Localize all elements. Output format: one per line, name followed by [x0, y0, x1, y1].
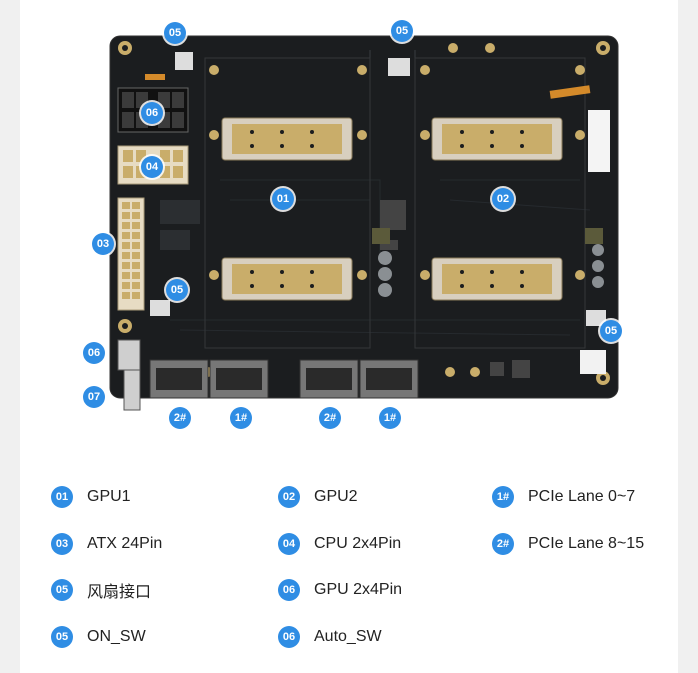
- legend-item-cpu-2x4pin: 04 CPU 2x4Pin: [278, 533, 401, 555]
- pcb-board-image: [109, 35, 619, 411]
- badge-pcie-lane-0-7-a: 1#: [230, 407, 252, 429]
- legend-badge: 03: [51, 533, 73, 555]
- badge-pcie-lane-0-7-b: 1#: [379, 407, 401, 429]
- legend-item-gpu-2x4pin: 06 GPU 2x4Pin: [278, 579, 402, 601]
- legend-label: GPU2: [314, 488, 358, 505]
- legend-label: PCIe Lane 0~7: [528, 488, 636, 505]
- legend-label: Auto_SW: [314, 628, 382, 645]
- badge-on-sw: 07: [83, 386, 105, 408]
- legend-item-gpu1: 01 GPU1: [51, 486, 131, 508]
- badge-gpu1: 01: [272, 188, 294, 210]
- legend-item-fan-connector: 05 风扇接口: [51, 579, 151, 601]
- legend-label: PCIe Lane 8~15: [528, 535, 645, 552]
- content-panel: 05 05 06 04 03 01 02 05 05 06 07 2# 1# 2…: [20, 0, 678, 673]
- legend-badge: 04: [278, 533, 300, 555]
- legend-item-pcie-lane-8-15: 2# PCIe Lane 8~15: [492, 533, 644, 555]
- legend-label: ON_SW: [87, 628, 146, 645]
- badge-pcie-lane-8-15-a: 2#: [169, 407, 191, 429]
- legend-label: 风扇接口: [87, 584, 152, 601]
- legend-badge: 1#: [492, 486, 514, 508]
- legend-label: CPU 2x4Pin: [314, 535, 402, 552]
- legend-badge: 2#: [492, 533, 514, 555]
- legend-label: GPU 2x4Pin: [314, 581, 403, 598]
- legend-item-on-sw: 05 ON_SW: [51, 626, 146, 648]
- badge-pcie-lane-8-15-b: 2#: [319, 407, 341, 429]
- legend-badge: 06: [278, 579, 300, 601]
- legend-label: GPU1: [87, 488, 131, 505]
- legend-badge: 05: [51, 579, 73, 601]
- legend-item-atx-24pin: 03 ATX 24Pin: [51, 533, 162, 555]
- badge-gpu-2x4pin: 06: [141, 102, 163, 124]
- legend-badge: 01: [51, 486, 73, 508]
- badge-fan-connector-top-middle: 05: [391, 20, 413, 42]
- legend-badge: 05: [51, 626, 73, 648]
- badge-fan-connector-left: 05: [166, 279, 188, 301]
- legend-item-auto-sw: 06 Auto_SW: [278, 626, 382, 648]
- legend-badge: 06: [278, 626, 300, 648]
- legend-item-gpu2: 02 GPU2: [278, 486, 358, 508]
- legend-badge: 02: [278, 486, 300, 508]
- legend-item-pcie-lane-0-7: 1# PCIe Lane 0~7: [492, 486, 635, 508]
- badge-gpu2: 02: [492, 188, 514, 210]
- badge-cpu-2x4pin: 04: [141, 156, 163, 178]
- badge-fan-connector-top-left: 05: [164, 22, 186, 44]
- badge-atx-24pin: 03: [92, 233, 114, 255]
- badge-fan-connector-right: 05: [600, 320, 622, 342]
- badge-auto-sw: 06: [83, 342, 105, 364]
- legend-label: ATX 24Pin: [87, 535, 163, 552]
